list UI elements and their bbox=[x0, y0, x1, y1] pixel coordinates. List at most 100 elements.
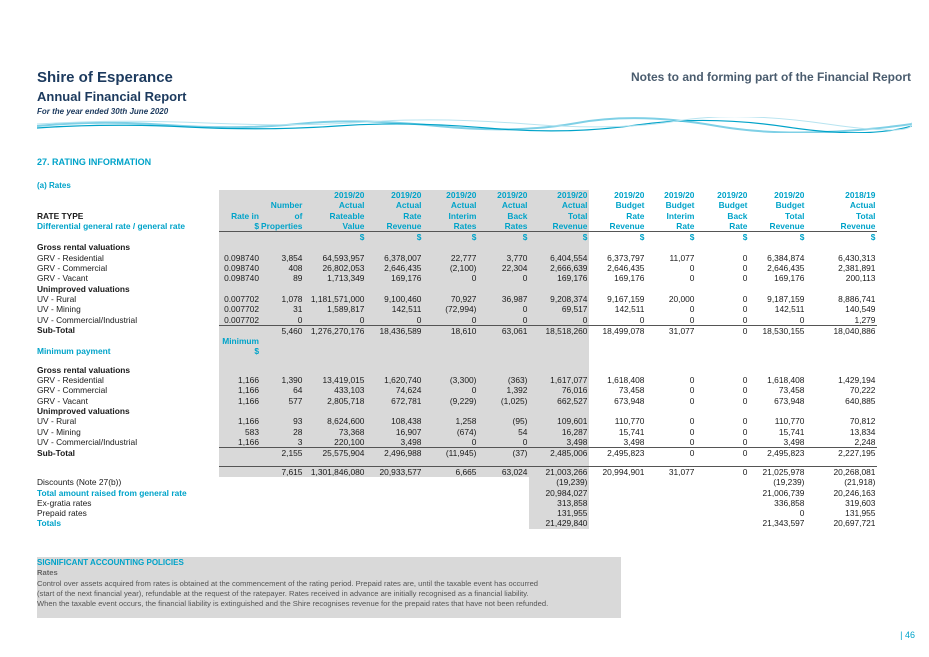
table-cell: 3,498 bbox=[783, 436, 805, 447]
header-spacer bbox=[529, 336, 590, 347]
table-cell: 0 bbox=[478, 436, 530, 448]
row-label: UV - Rural bbox=[37, 416, 77, 427]
header-spacer bbox=[37, 200, 219, 210]
header-spacer bbox=[423, 336, 479, 347]
table-cell bbox=[219, 364, 261, 376]
summary-cell: 0 bbox=[799, 508, 805, 519]
table-cell: 2,646,435 bbox=[607, 263, 645, 274]
summary-cell bbox=[423, 508, 478, 518]
subtotal-cell: 1,301,846,080 bbox=[304, 465, 367, 478]
column-header: Properties bbox=[261, 220, 305, 233]
header-spacer bbox=[37, 190, 219, 200]
table-cell: 0 bbox=[689, 395, 695, 406]
summary-cell bbox=[423, 498, 478, 508]
subtotal-cell: 2,495,823 bbox=[749, 447, 807, 459]
table-cell: 26,802,053 bbox=[304, 263, 367, 274]
spacer-cell bbox=[366, 356, 424, 365]
table-cell: 0 bbox=[742, 416, 748, 427]
spacer-cell bbox=[589, 458, 646, 466]
row-label: GRV - Commercial bbox=[37, 263, 108, 274]
summary-cell bbox=[589, 508, 646, 518]
summary-cell bbox=[423, 477, 478, 487]
summary-cell bbox=[423, 518, 478, 528]
column-header bbox=[219, 200, 261, 211]
summary-cell: 21,006,739 bbox=[762, 487, 805, 498]
column-header: Budget bbox=[718, 200, 748, 211]
table-cell: 0 bbox=[304, 314, 367, 326]
table-cell bbox=[304, 364, 367, 376]
table-cell: 169,176 bbox=[366, 273, 424, 284]
table-cell: 0 bbox=[742, 304, 748, 315]
summary-cell bbox=[366, 477, 423, 487]
row-label: Gross rental valuations bbox=[37, 364, 131, 375]
table-cell: 8,624,600 bbox=[304, 416, 367, 427]
table-cell: 577 bbox=[261, 395, 305, 406]
table-cell: 3,854 bbox=[261, 252, 305, 264]
subtotal-cell: 18,499,078 bbox=[589, 324, 647, 337]
table-cell bbox=[646, 284, 696, 294]
summary-cell bbox=[219, 498, 261, 508]
subtotal-cell: 1,276,270,176 bbox=[304, 324, 367, 337]
table-cell: 11,077 bbox=[669, 252, 695, 263]
table-cell: 1,620,740 bbox=[366, 375, 424, 386]
header-spacer bbox=[749, 336, 806, 346]
summary-cell bbox=[219, 518, 261, 528]
currency-cell bbox=[261, 231, 305, 243]
subtotal-cell: 21,025,978 bbox=[749, 465, 807, 478]
column-header: Number bbox=[261, 200, 305, 211]
label-spacer bbox=[37, 232, 219, 243]
header-spacer bbox=[696, 346, 749, 356]
table-cell: 0 bbox=[742, 293, 748, 304]
table-cell: 220,100 bbox=[304, 436, 367, 448]
column-header: 2019/20 bbox=[717, 190, 748, 200]
currency-cell: $ bbox=[478, 231, 530, 243]
subtotal-cell: 0 bbox=[696, 324, 750, 337]
summary-cell: 131,955 bbox=[529, 508, 590, 519]
table-cell: 0 bbox=[478, 304, 530, 315]
subtotal-cell bbox=[219, 465, 261, 478]
spacer-cell bbox=[806, 458, 877, 466]
table-cell: 662,527 bbox=[529, 395, 590, 406]
column-header bbox=[261, 190, 305, 201]
report-title: Annual Financial Report bbox=[37, 89, 187, 104]
subtotal-label: Sub-Total bbox=[37, 447, 75, 458]
table-cell: 28 bbox=[261, 426, 305, 437]
table-cell: 142,511 bbox=[774, 304, 805, 315]
column-header: 2019/20 bbox=[774, 190, 805, 200]
header-spacer bbox=[478, 336, 530, 347]
table-row: Unimproved valuations bbox=[37, 283, 877, 294]
minimum-payment-label: Minimum payment bbox=[37, 346, 111, 357]
table-cell: 169,176 bbox=[774, 273, 805, 284]
column-header: Actual bbox=[529, 200, 590, 211]
label-spacer bbox=[37, 357, 219, 365]
column-header: Actual bbox=[849, 200, 876, 211]
table-cell: 1,429,194 bbox=[838, 375, 876, 386]
table-cell: 64 bbox=[261, 385, 305, 396]
spacer-cell bbox=[529, 356, 590, 365]
table-cell bbox=[696, 406, 749, 416]
summary-cell bbox=[304, 498, 366, 508]
header-spacer bbox=[589, 336, 646, 346]
spacer-cell bbox=[806, 357, 877, 365]
row-label: Gross rental valuations bbox=[37, 242, 131, 253]
summary-cell bbox=[646, 488, 696, 498]
subtotal-cell bbox=[219, 447, 261, 459]
column-header: Revenue bbox=[366, 220, 424, 233]
currency-cell: $ bbox=[639, 232, 645, 243]
summary-cell bbox=[423, 488, 478, 498]
row-label: Unimproved valuations bbox=[37, 283, 130, 294]
row-label: Unimproved valuations bbox=[37, 405, 130, 416]
column-header: 2019/20 bbox=[529, 190, 590, 201]
table-cell bbox=[423, 364, 479, 376]
table-cell bbox=[589, 284, 646, 294]
minimum-header-row: Minimum bbox=[37, 336, 877, 347]
table-cell: 1,166 bbox=[219, 436, 261, 448]
table-cell: 15,741 bbox=[778, 426, 805, 437]
